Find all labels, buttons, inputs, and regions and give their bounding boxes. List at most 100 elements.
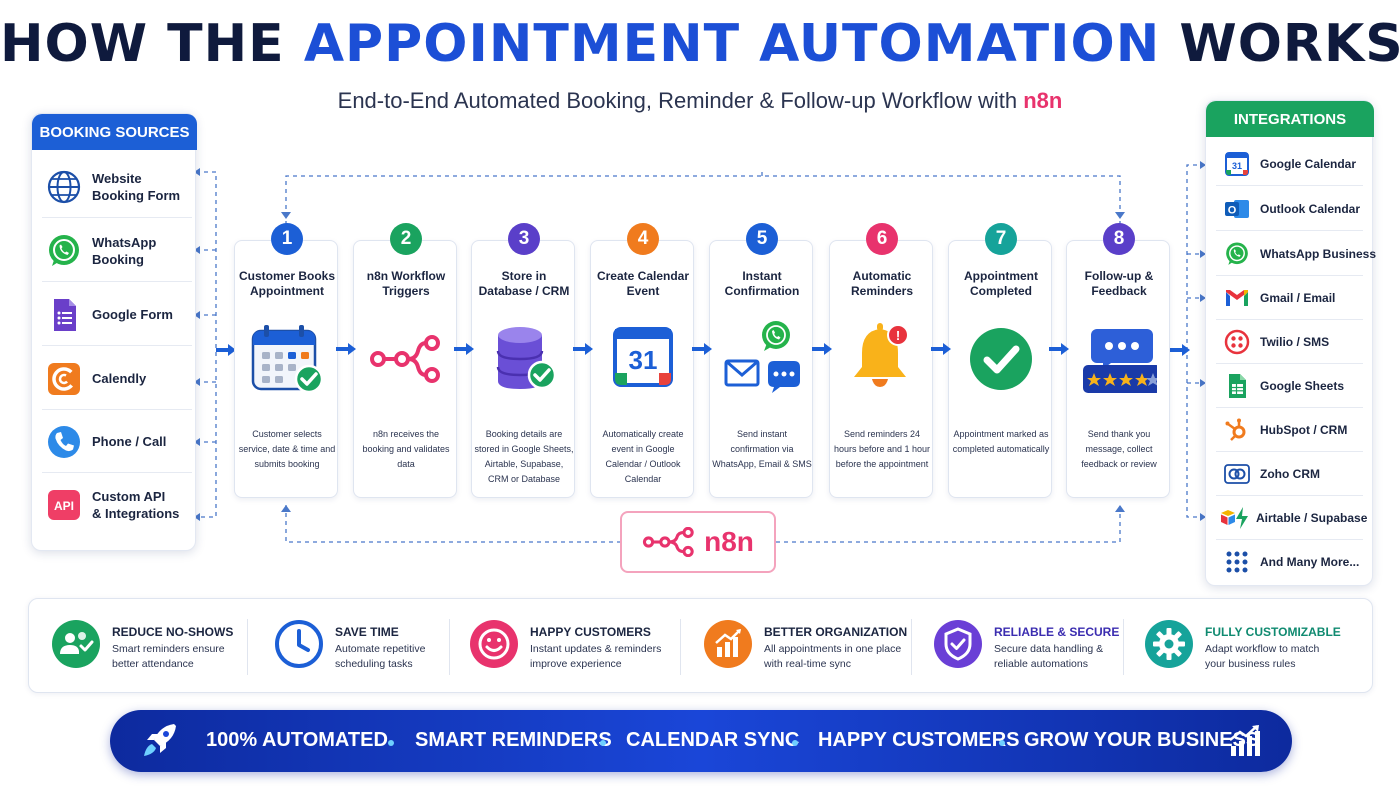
outlook-icon: O [1225, 199, 1249, 218]
booking-sources-heading: BOOKING SOURCES [32, 114, 197, 150]
step-description: Send reminders 24 hours before and 1 hou… [833, 429, 931, 469]
integration-and-many-more[interactable]: And Many More... [1216, 540, 1363, 584]
integration-gmail[interactable]: Gmail / Email [1216, 276, 1363, 320]
benefit-title: FULLY CUSTOMIZABLE [1205, 625, 1341, 639]
step-number: 1 [271, 223, 303, 255]
integration-label: HubSpot / CRM [1260, 422, 1348, 437]
svg-text:31: 31 [1232, 161, 1242, 171]
step-card-1[interactable]: 1 Customer Books Appointment Customer se… [234, 223, 338, 498]
twilio-icon [1224, 329, 1250, 354]
source-label: Custom API& Integrations [92, 489, 180, 521]
step-title: Automatic Reminders [850, 269, 914, 298]
svg-text:API: API [54, 499, 74, 513]
api-icon: API [48, 490, 80, 520]
step-description: Automatically create event in Google Cal… [602, 429, 684, 484]
source-phone-call[interactable]: Phone / Call [42, 411, 192, 473]
step-number: 8 [1103, 223, 1135, 255]
step-number: 4 [627, 223, 659, 255]
rocket-icon [144, 724, 176, 756]
grid-dots-icon [1226, 551, 1248, 573]
banner-dot [999, 740, 1005, 746]
banner-item: HAPPY CUSTOMERS [818, 729, 1020, 751]
benefit-title: RELIABLE & SECURE [994, 625, 1120, 639]
flow-arrow [454, 343, 474, 355]
step-card-6[interactable]: 6 Automatic Reminders ! Send reminders 2… [829, 223, 933, 498]
growth-chart-icon [1229, 725, 1260, 756]
database-icon [496, 327, 557, 390]
confirmation-icon [724, 321, 800, 393]
flow-arrow [692, 343, 712, 355]
benefit-divider [1123, 619, 1124, 675]
whatsapp-icon [49, 234, 79, 266]
bottom-banner: 100% AUTOMATED SMART REMINDERS CALENDAR … [110, 710, 1292, 772]
benefit-divider [449, 619, 450, 675]
step-number: 6 [866, 223, 898, 255]
google-sheets-icon [1229, 373, 1246, 398]
integration-google-calendar[interactable]: 31 Google Calendar [1216, 142, 1363, 186]
integration-hubspot-crm[interactable]: HubSpot / CRM [1216, 408, 1363, 452]
step-card-8[interactable]: 8 Follow-up & Feedback Send thank you me… [1066, 223, 1170, 498]
integrations-heading: INTEGRATIONS [1206, 101, 1374, 137]
banner-dot [388, 740, 394, 746]
integration-label: And Many More... [1260, 555, 1360, 569]
source-google-form[interactable]: Google Form [42, 284, 192, 346]
banner-item: 100% AUTOMATED [206, 729, 388, 751]
source-calendly[interactable]: Calendly [42, 348, 192, 410]
users-check-icon [52, 620, 100, 668]
n8n-hub[interactable]: n8n [620, 511, 776, 573]
step-description: Booking details are stored in Google She… [474, 429, 574, 484]
integration-label: WhatsApp Business [1260, 246, 1377, 261]
source-label: Calendly [92, 371, 147, 386]
step-title: Store in Database / CRM [478, 269, 570, 298]
integration-zoho-crm[interactable]: Zoho CRM [1216, 452, 1363, 496]
step-card-3[interactable]: 3 Store in Database / CRM Booking detail… [471, 223, 575, 498]
clock-icon [275, 620, 323, 668]
step-title: Instant Confirmation [724, 269, 800, 298]
n8n-icon [370, 335, 440, 383]
smile-icon [470, 620, 518, 668]
step-description: Send instant confirmation via WhatsApp, … [712, 429, 812, 469]
benefit-title: REDUCE NO-SHOWS [112, 625, 234, 639]
integrations-panel: INTEGRATIONS 31 Google Calendar O Outloo… [1205, 100, 1376, 586]
integration-twilio-sms[interactable]: Twilio / SMS [1216, 320, 1363, 364]
integration-airtable-supabase[interactable]: Airtable / Supabase [1216, 496, 1367, 540]
benefit-divider [680, 619, 681, 675]
step-description: Appointment marked as completed automati… [952, 429, 1050, 454]
step-card-4[interactable]: 4 Create Calendar Event 31 Automatically… [590, 223, 694, 498]
step-number: 7 [985, 223, 1017, 255]
step-description: Send thank you message, collect feedback… [1081, 429, 1157, 469]
benefit-description: Secure data handling &reliable automatio… [994, 643, 1104, 670]
integration-outlook-calendar[interactable]: O Outlook Calendar [1216, 187, 1363, 231]
integration-google-sheets[interactable]: Google Sheets [1216, 364, 1363, 408]
benefit-title: HAPPY CUSTOMERS [530, 625, 651, 639]
phone-icon [48, 425, 80, 458]
step-card-5[interactable]: 5 Instant Confirmation Send instant conf… [709, 223, 813, 498]
google-form-icon [54, 298, 76, 331]
step-card-7[interactable]: 7 Appointment Completed Appointment mark… [948, 223, 1052, 498]
svg-text:O: O [1228, 204, 1237, 216]
benefit-divider [911, 619, 912, 675]
chart-icon [704, 620, 752, 668]
n8n-icon [643, 527, 694, 557]
source-custom-api[interactable]: API Custom API& Integrations [42, 474, 192, 536]
integration-label: Zoho CRM [1260, 466, 1320, 481]
globe-icon [47, 170, 81, 203]
integration-label: Gmail / Email [1260, 290, 1336, 305]
banner-item: SMART REMINDERS [415, 729, 612, 751]
bell-icon: ! [854, 323, 909, 387]
integration-whatsapp-business[interactable]: WhatsApp Business [1216, 232, 1376, 276]
n8n-hub-label: n8n [704, 526, 754, 557]
shield-icon [934, 620, 982, 668]
benefit-title: BETTER ORGANIZATION [764, 625, 908, 639]
step-number: 3 [508, 223, 540, 255]
step-card-2[interactable]: 2 n8n Workflow Triggers n8n receives the… [353, 223, 457, 498]
whatsapp-icon [1226, 241, 1248, 265]
